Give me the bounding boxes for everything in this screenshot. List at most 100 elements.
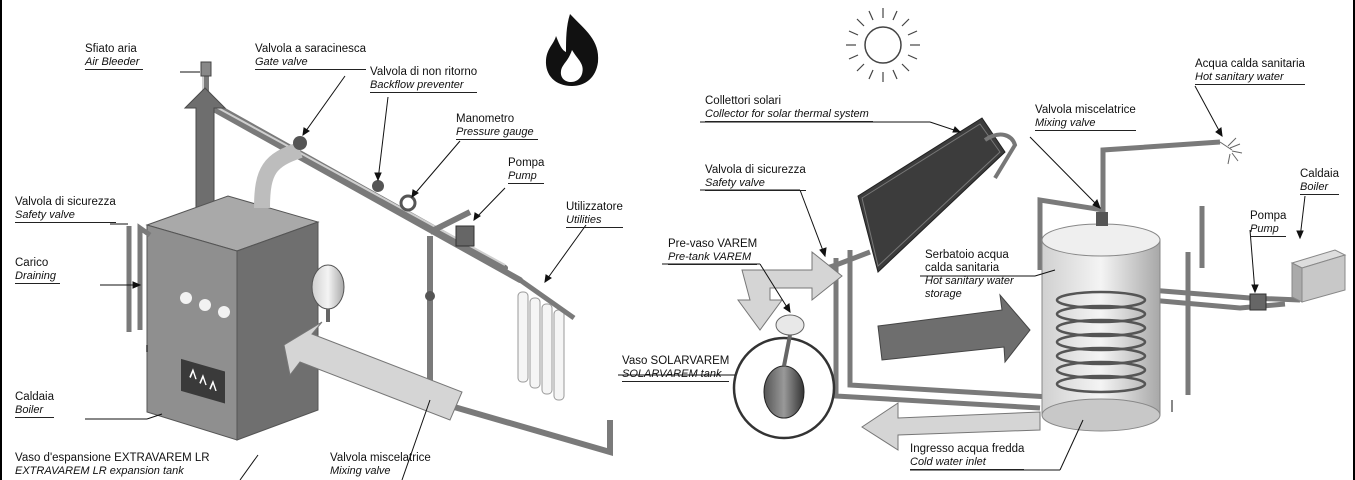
storage-tank bbox=[1041, 223, 1161, 432]
label-solarvarem: Vaso SOLARVAREM SOLARVAREM tank bbox=[622, 355, 730, 382]
label-draining: Carico Draining bbox=[15, 257, 60, 284]
pump-right-it: Pompa bbox=[1250, 210, 1287, 222]
label-cold-inlet: Ingresso acqua fredda Cold water inlet bbox=[910, 443, 1025, 470]
boiler-right-en: Boiler bbox=[1300, 181, 1339, 195]
solar-flow-arrow bbox=[877, 293, 1031, 364]
safety-valve-left-it: Valvola di sicurezza bbox=[15, 196, 116, 208]
label-mixing-valve-left: Valvola miscelatrice Mixing valve bbox=[330, 452, 431, 478]
left-system bbox=[85, 14, 613, 480]
label-collectors: Collettori solari Collector for solar th… bbox=[705, 95, 873, 122]
label-pump-right: Pompa Pump bbox=[1250, 210, 1287, 237]
pump-en: Pump bbox=[508, 170, 545, 184]
label-safety-valve-left: Valvola di sicurezza Safety valve bbox=[15, 196, 116, 223]
utilities-it: Utilizzatore bbox=[566, 201, 623, 213]
hot-flow-arrow bbox=[183, 87, 227, 211]
pressure-gauge-it: Manometro bbox=[456, 113, 515, 125]
mixing-valve-right-en: Mixing valve bbox=[1035, 117, 1136, 131]
solarvarem-ring bbox=[732, 336, 836, 440]
backflow-en: Backflow preventer bbox=[370, 79, 478, 93]
right-leaders bbox=[618, 85, 1306, 471]
solarvarem-it: Vaso SOLARVAREM bbox=[622, 355, 730, 367]
cold-inlet-it: Ingresso acqua fredda bbox=[910, 443, 1025, 455]
mixing-valve-left-en: Mixing valve bbox=[330, 465, 391, 477]
safety-valve-right-it: Valvola di sicurezza bbox=[705, 164, 806, 176]
draining-it: Carico bbox=[15, 257, 49, 269]
safety-valve-left-en: Safety valve bbox=[15, 209, 116, 223]
solarvarem-tank-body bbox=[763, 365, 805, 419]
storage-it2: calda sanitaria bbox=[925, 262, 1000, 274]
hot-water-it: Acqua calda sanitaria bbox=[1195, 58, 1305, 70]
safety-valve-right-en: Safety valve bbox=[705, 177, 806, 191]
left-vertical-pipes bbox=[126, 223, 152, 332]
backflow-it: Valvola di non ritorno bbox=[370, 66, 478, 78]
flue-pipe bbox=[254, 142, 303, 209]
air-bleeder-it: Sfiato aria bbox=[85, 43, 137, 55]
solar-pipes bbox=[789, 139, 1301, 411]
label-backflow: Valvola di non ritorno Backflow prevente… bbox=[370, 66, 478, 93]
label-mixing-valve-right: Valvola miscelatrice Mixing valve bbox=[1035, 104, 1136, 131]
label-utilities: Utilizzatore Utilities bbox=[566, 201, 623, 228]
label-expansion-tank: Vaso d'espansione EXTRAVAREM LR EXTRAVAR… bbox=[15, 452, 210, 478]
label-pump: Pompa Pump bbox=[508, 157, 545, 184]
label-gate-valve: Valvola a saracinesca Gate valve bbox=[255, 43, 367, 70]
storage-en2: storage bbox=[925, 288, 962, 300]
mixing-valve-right bbox=[1096, 212, 1108, 226]
label-pre-tank: Pre-vaso VAREM Pre-tank VAREM bbox=[668, 238, 758, 265]
label-boiler-right: Caldaia Boiler bbox=[1300, 168, 1339, 195]
pressure-gauge-en: Pressure gauge bbox=[456, 126, 538, 140]
boiler-left-it: Caldaia bbox=[15, 391, 54, 403]
boiler-right-it: Caldaia bbox=[1300, 168, 1339, 180]
gate-valve-it: Valvola a saracinesca bbox=[255, 43, 367, 55]
boiler-box bbox=[145, 195, 320, 441]
boiler-left-en: Boiler bbox=[15, 404, 54, 418]
collectors-it: Collettori solari bbox=[705, 95, 782, 107]
pre-tank-en: Pre-tank VAREM bbox=[668, 251, 758, 265]
solar-panel bbox=[857, 117, 1006, 273]
solarvarem-en: SOLARVAREM tank bbox=[622, 368, 730, 382]
mixing-valve-right-it: Valvola miscelatrice bbox=[1035, 104, 1136, 116]
utilities-en: Utilities bbox=[566, 214, 623, 228]
gate-valve-en: Gate valve bbox=[255, 56, 367, 70]
left-leaders bbox=[85, 71, 587, 480]
expansion-tank-body bbox=[311, 264, 345, 310]
right-system bbox=[618, 8, 1347, 471]
radiator bbox=[517, 291, 565, 401]
cold-flow-arrow bbox=[283, 321, 463, 421]
pre-tank-arrow bbox=[737, 250, 843, 331]
pump-it: Pompa bbox=[508, 157, 545, 169]
pre-tank-it: Pre-vaso VAREM bbox=[668, 238, 758, 250]
pre-tank-body bbox=[775, 314, 805, 336]
storage-en1: Hot sanitary water bbox=[925, 275, 1014, 287]
label-boiler-left: Caldaia Boiler bbox=[15, 391, 54, 418]
backflow-body bbox=[372, 180, 384, 192]
cold-inlet-en: Cold water inlet bbox=[910, 456, 1025, 470]
draining-en: Draining bbox=[15, 270, 60, 284]
shower-head bbox=[1219, 137, 1243, 165]
storage-it1: Serbatoio acqua bbox=[925, 249, 1009, 261]
label-storage: Serbatoio acqua calda sanitaria Hot sani… bbox=[925, 249, 1014, 301]
expansion-tank-en: EXTRAVAREM LR expansion tank bbox=[15, 465, 184, 477]
expansion-tank-it: Vaso d'espansione EXTRAVAREM LR bbox=[15, 452, 210, 464]
label-air-bleeder: Sfiato aria Air Bleeder bbox=[85, 43, 144, 70]
label-safety-valve-right: Valvola di sicurezza Safety valve bbox=[705, 164, 806, 191]
pump-right-en: Pump bbox=[1250, 223, 1287, 237]
right-boiler bbox=[1290, 249, 1347, 303]
mixing-valve-left-it: Valvola miscelatrice bbox=[330, 452, 431, 464]
right-pump-body bbox=[1249, 293, 1267, 311]
return-pipe bbox=[429, 397, 613, 456]
tank-coil bbox=[1055, 290, 1147, 394]
label-hot-water: Acqua calda sanitaria Hot sanitary water bbox=[1195, 58, 1305, 85]
air-bleeder-en: Air Bleeder bbox=[85, 56, 144, 70]
gate-valve-body bbox=[293, 136, 307, 150]
pump-body bbox=[455, 225, 475, 247]
flame-icon bbox=[545, 14, 599, 86]
label-pressure-gauge: Manometro Pressure gauge bbox=[456, 113, 538, 140]
air-bleeder-body bbox=[200, 61, 212, 77]
cold-return-arrow bbox=[861, 402, 1041, 451]
collectors-en: Collector for solar thermal system bbox=[705, 108, 873, 122]
hot-water-en: Hot sanitary water bbox=[1195, 71, 1305, 85]
sun-icon bbox=[846, 8, 920, 82]
pressure-gauge-body bbox=[399, 194, 417, 212]
